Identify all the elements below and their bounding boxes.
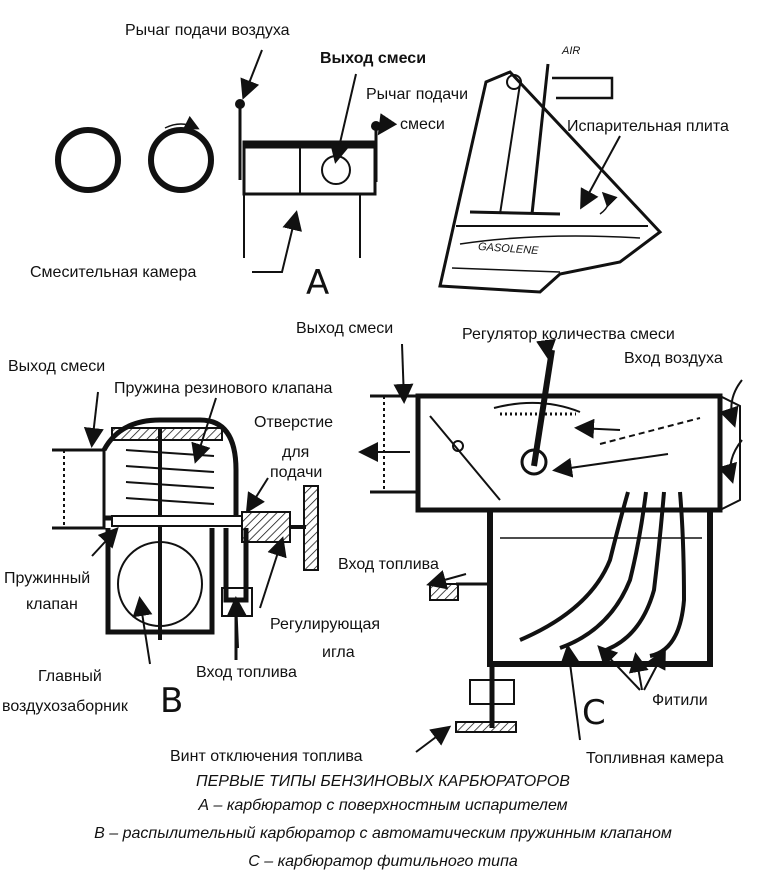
vaporizer-tank <box>438 70 663 294</box>
label-fuel-chamber: Топливная камера <box>586 750 724 767</box>
label-mixture-outlet-c: Выход смеси <box>296 320 394 337</box>
panel-a-drawing <box>55 49 663 294</box>
label-mixture-lever-1: Рычаг подачи <box>366 86 469 103</box>
sketch-air-text: AIR <box>562 45 581 57</box>
label-mixing-chamber: Смесительная камера <box>30 264 197 281</box>
caption-title: ПЕРВЫЕ ТИПЫ БЕНЗИНОВЫХ КАРБЮРАТОРОВ <box>196 773 570 790</box>
panel-c-drawing <box>358 338 743 753</box>
label-air-lever: Рычаг подачи воздуха <box>125 22 290 39</box>
label-spring-valve-spring: Пружина резинового клапана <box>114 380 333 397</box>
label-spring-valve-1: Пружинный <box>4 570 91 587</box>
label-wicks: Фитили <box>652 692 708 709</box>
ring-right <box>148 127 214 193</box>
panel-b-drawing <box>52 391 319 665</box>
label-mixture-outlet-a: Выход смеси <box>320 50 427 67</box>
label-vaporizer-plate: Испарительная плита <box>567 118 729 135</box>
caption-line-c: С – карбюратор фитильного типа <box>248 853 518 870</box>
label-air-inlet: Вход воздуха <box>624 350 723 367</box>
label-hole-1: Отверстие <box>254 414 334 431</box>
mixture-outlet-port <box>321 155 351 185</box>
label-main-intake-2: воздухозаборник <box>2 698 128 715</box>
label-hole-2: для <box>282 444 310 461</box>
label-hole-3: подачи <box>270 464 323 481</box>
ring-left <box>55 127 121 193</box>
label-mixture-outlet-b: Выход смеси <box>8 358 106 375</box>
label-mixture-lever-2: смеси <box>400 116 445 133</box>
caption-line-a: А – карбюратор с поверхностным испарител… <box>198 797 568 814</box>
fuel-chamber <box>487 510 713 667</box>
label-spring-valve-2: клапан <box>26 596 78 613</box>
label-mixture-regulator: Регулятор количества смеси <box>462 326 675 343</box>
caption-line-b: В – распылительный карбюратор с автомати… <box>94 825 672 842</box>
label-main-intake-1: Главный <box>38 668 102 685</box>
label-fuel-inlet-b: Вход топлива <box>196 664 297 681</box>
panel-a-letter: A <box>306 263 330 303</box>
label-shutoff-screw: Винт отключения топлива <box>170 748 363 765</box>
air-body <box>415 393 723 513</box>
label-adj-needle-1: Регулирующая <box>270 616 381 633</box>
panel-c-letter: C <box>582 693 606 733</box>
label-fuel-inlet-c: Вход топлива <box>338 556 439 573</box>
mixing-chamber-body <box>242 140 377 196</box>
panel-b-letter: B <box>160 681 184 721</box>
label-adj-needle-2: игла <box>322 644 355 661</box>
